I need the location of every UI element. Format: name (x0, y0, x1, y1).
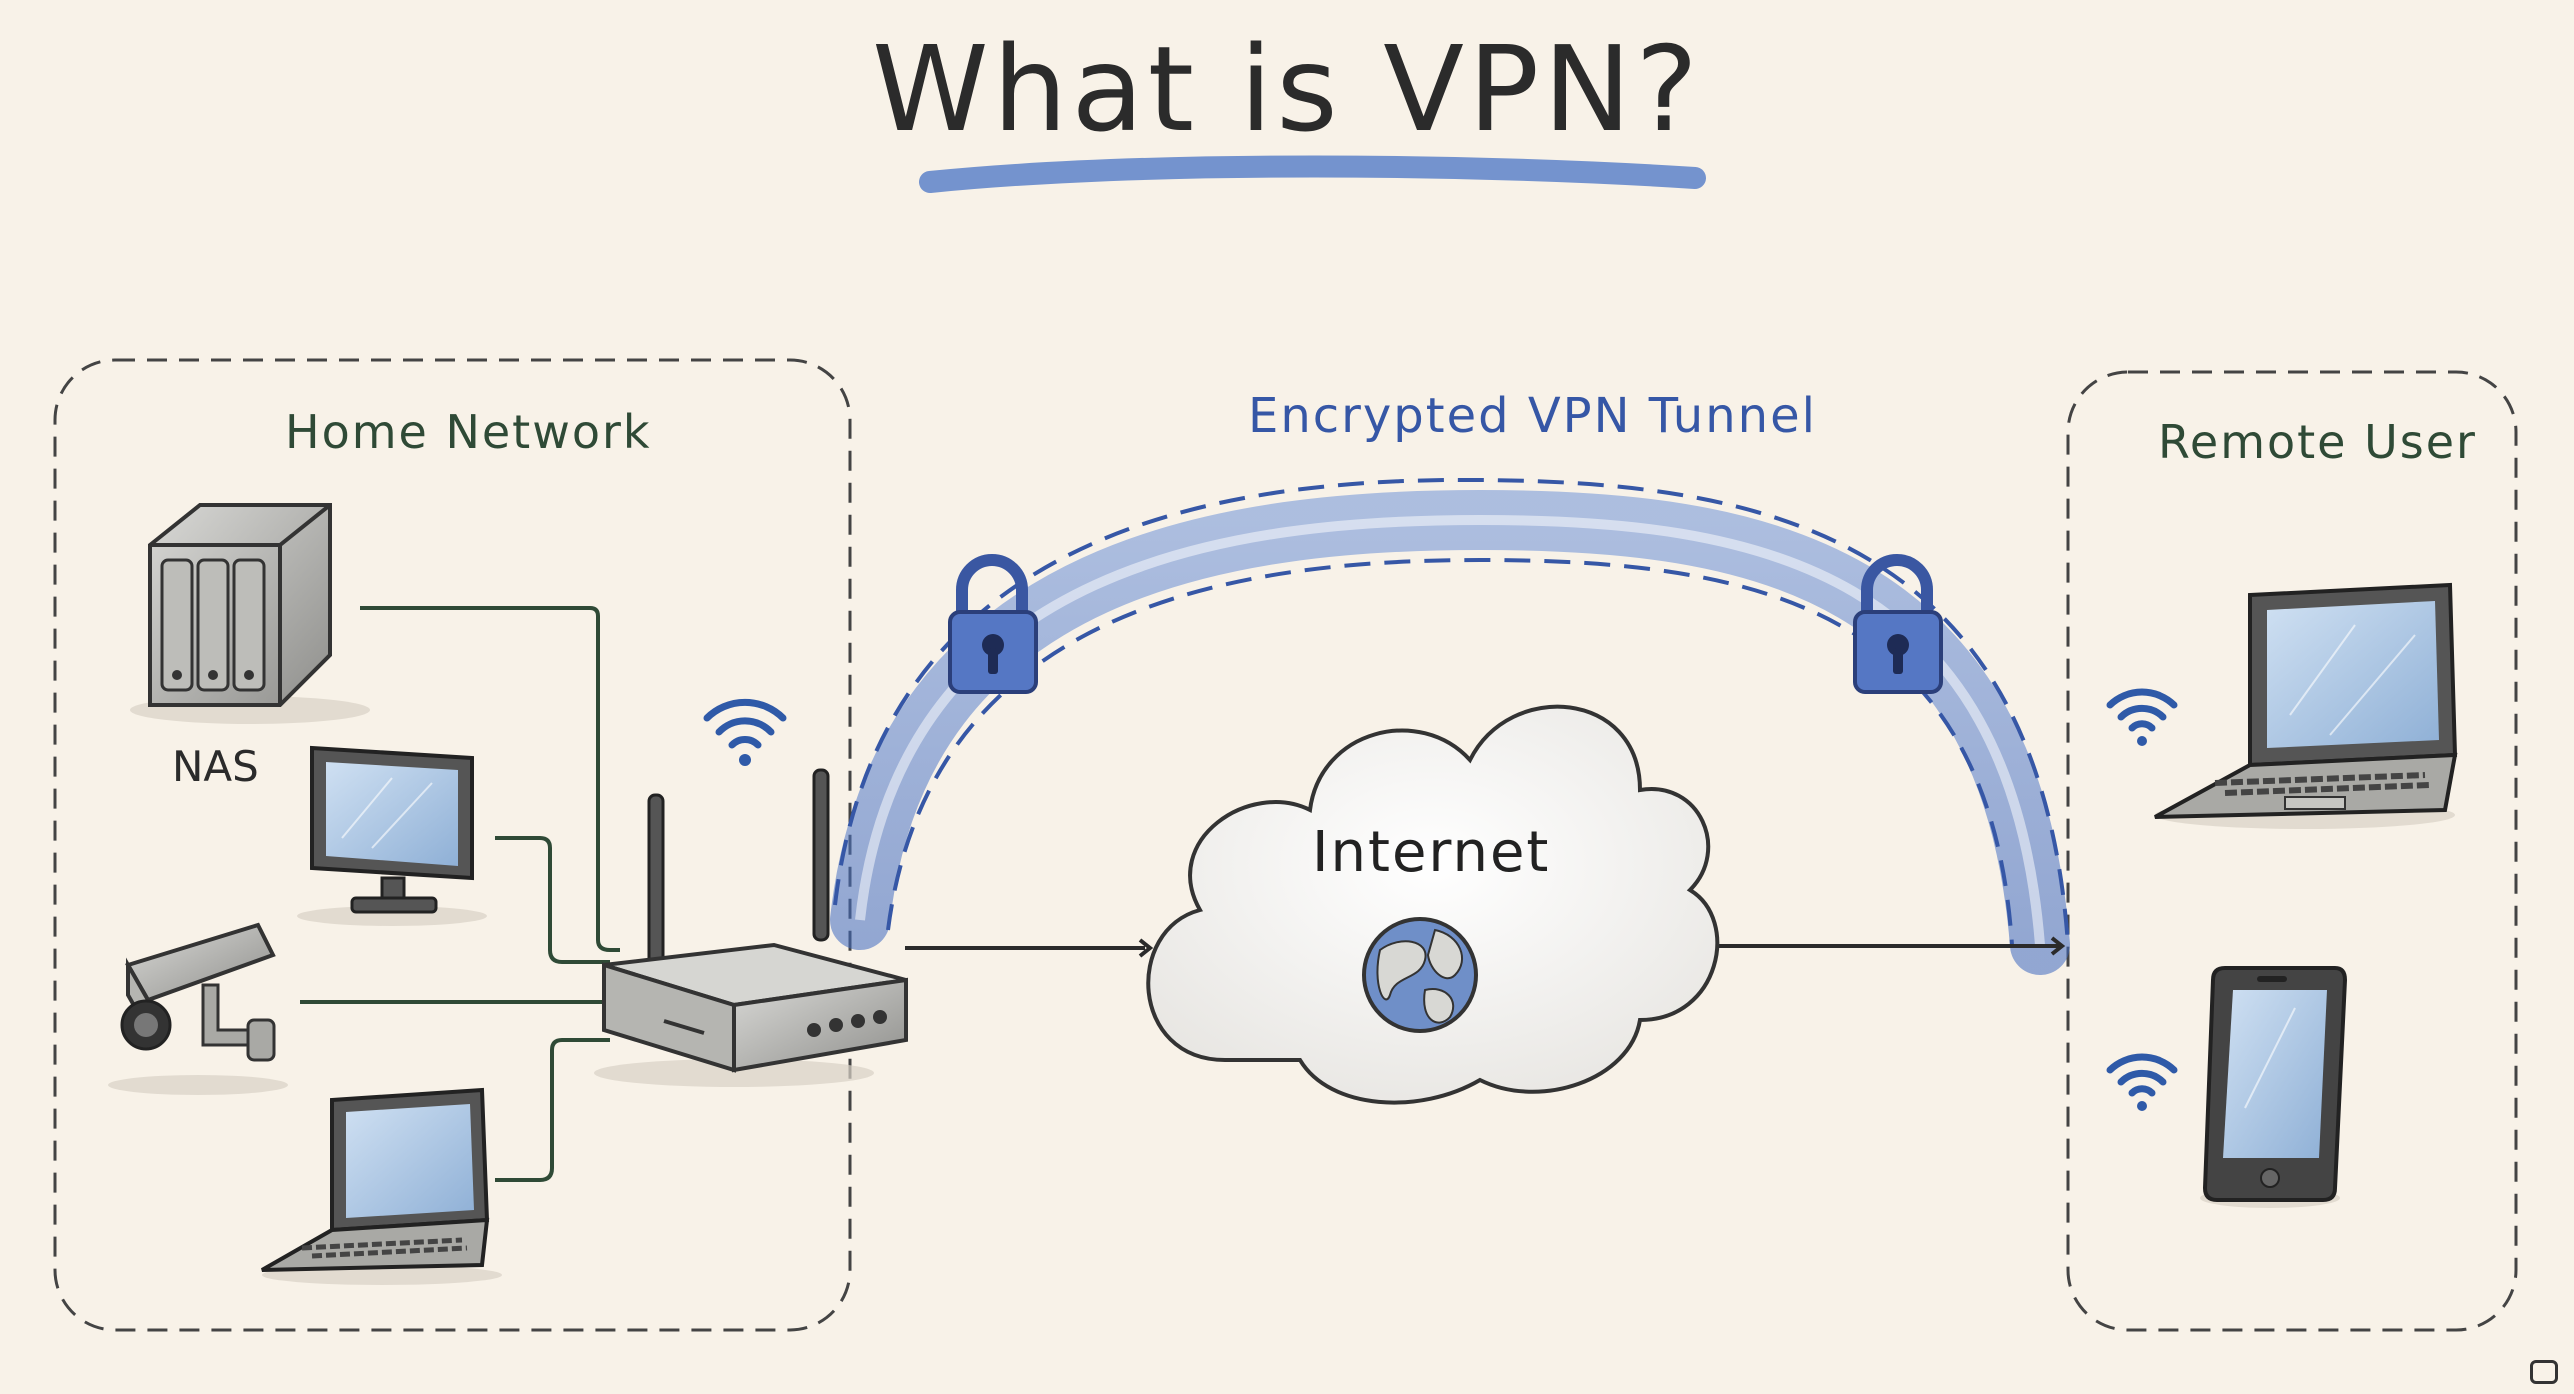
nas-label: NAS (172, 742, 259, 791)
laptop-icon (261, 1087, 502, 1285)
wifi-icon (2106, 1053, 2178, 1111)
wifi-icon (2106, 688, 2178, 746)
phone-icon (2200, 966, 2348, 1208)
page-title: What is VPN? (871, 20, 1703, 158)
cloud-icon (1146, 704, 1720, 1105)
title-underline (919, 155, 1706, 193)
laptop-icon (2154, 582, 2458, 829)
nas-icon (130, 503, 370, 724)
globe-icon (1362, 917, 1478, 1033)
lock-icon (1853, 554, 1943, 694)
remote-user-box (2066, 370, 2518, 1332)
internet-line (905, 936, 2066, 958)
router-icon (594, 768, 908, 1087)
camera-icon (108, 922, 288, 1095)
lock-icon (948, 554, 1038, 694)
monitor-icon (297, 745, 487, 926)
home-network-label: Home Network (285, 405, 652, 459)
wifi-icon (703, 698, 787, 766)
remote-user-label: Remote User (2158, 415, 2477, 469)
tunnel-label: Encrypted VPN Tunnel (1248, 388, 1817, 444)
capture-icon[interactable] (2530, 1360, 2558, 1384)
home-wires (300, 606, 620, 1182)
internet-label: Internet (1312, 820, 1551, 885)
